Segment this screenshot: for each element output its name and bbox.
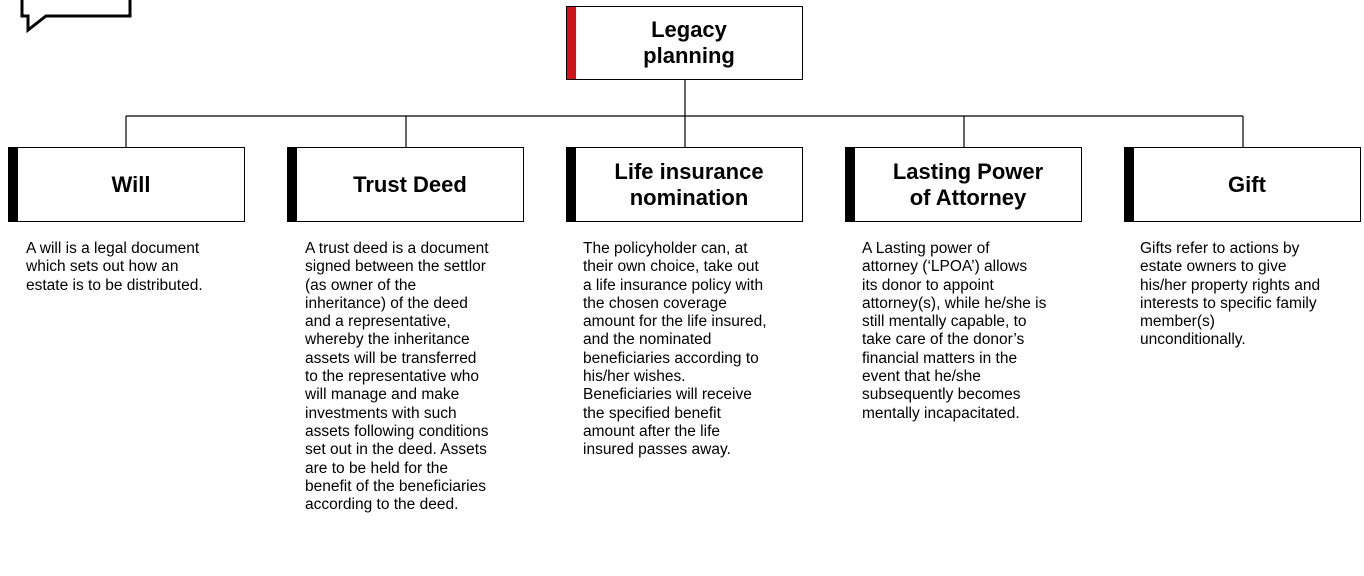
node-title-life-insurance: Life insurance nomination [614,158,764,210]
node-trust-deed: Trust Deed [287,147,524,222]
node-title-will: Will [111,171,151,197]
node-life-insurance: Life insurance nomination [566,147,803,222]
node-accent-bar [567,148,576,221]
description-gift: Gifts refer to actions by estate owners … [1140,240,1321,349]
node-title-trust-deed: Trust Deed [353,171,467,197]
description-lpoa: A Lasting power of attorney (‘LPOA’) all… [862,240,1047,422]
root-node-box: Legacy planning [566,6,803,80]
node-gift: Gift [1124,147,1361,222]
node-title-lpoa: Lasting Power of Attorney [892,158,1044,210]
root-node-title: Legacy planning [643,17,735,68]
node-accent-bar [288,148,297,221]
node-will: Will [8,147,245,222]
root-accent-bar [567,7,576,79]
speech-bubble-icon [20,0,132,34]
node-title-gift: Gift [1228,171,1266,197]
node-accent-bar [1125,148,1134,221]
node-accent-bar [9,148,18,221]
description-trust-deed: A trust deed is a document signed betwee… [305,240,489,514]
node-accent-bar [846,148,855,221]
description-life-insurance: The policyholder can, at their own choic… [583,240,767,459]
node-lpoa: Lasting Power of Attorney [845,147,1082,222]
description-will: A will is a legal document which sets ou… [26,240,203,294]
